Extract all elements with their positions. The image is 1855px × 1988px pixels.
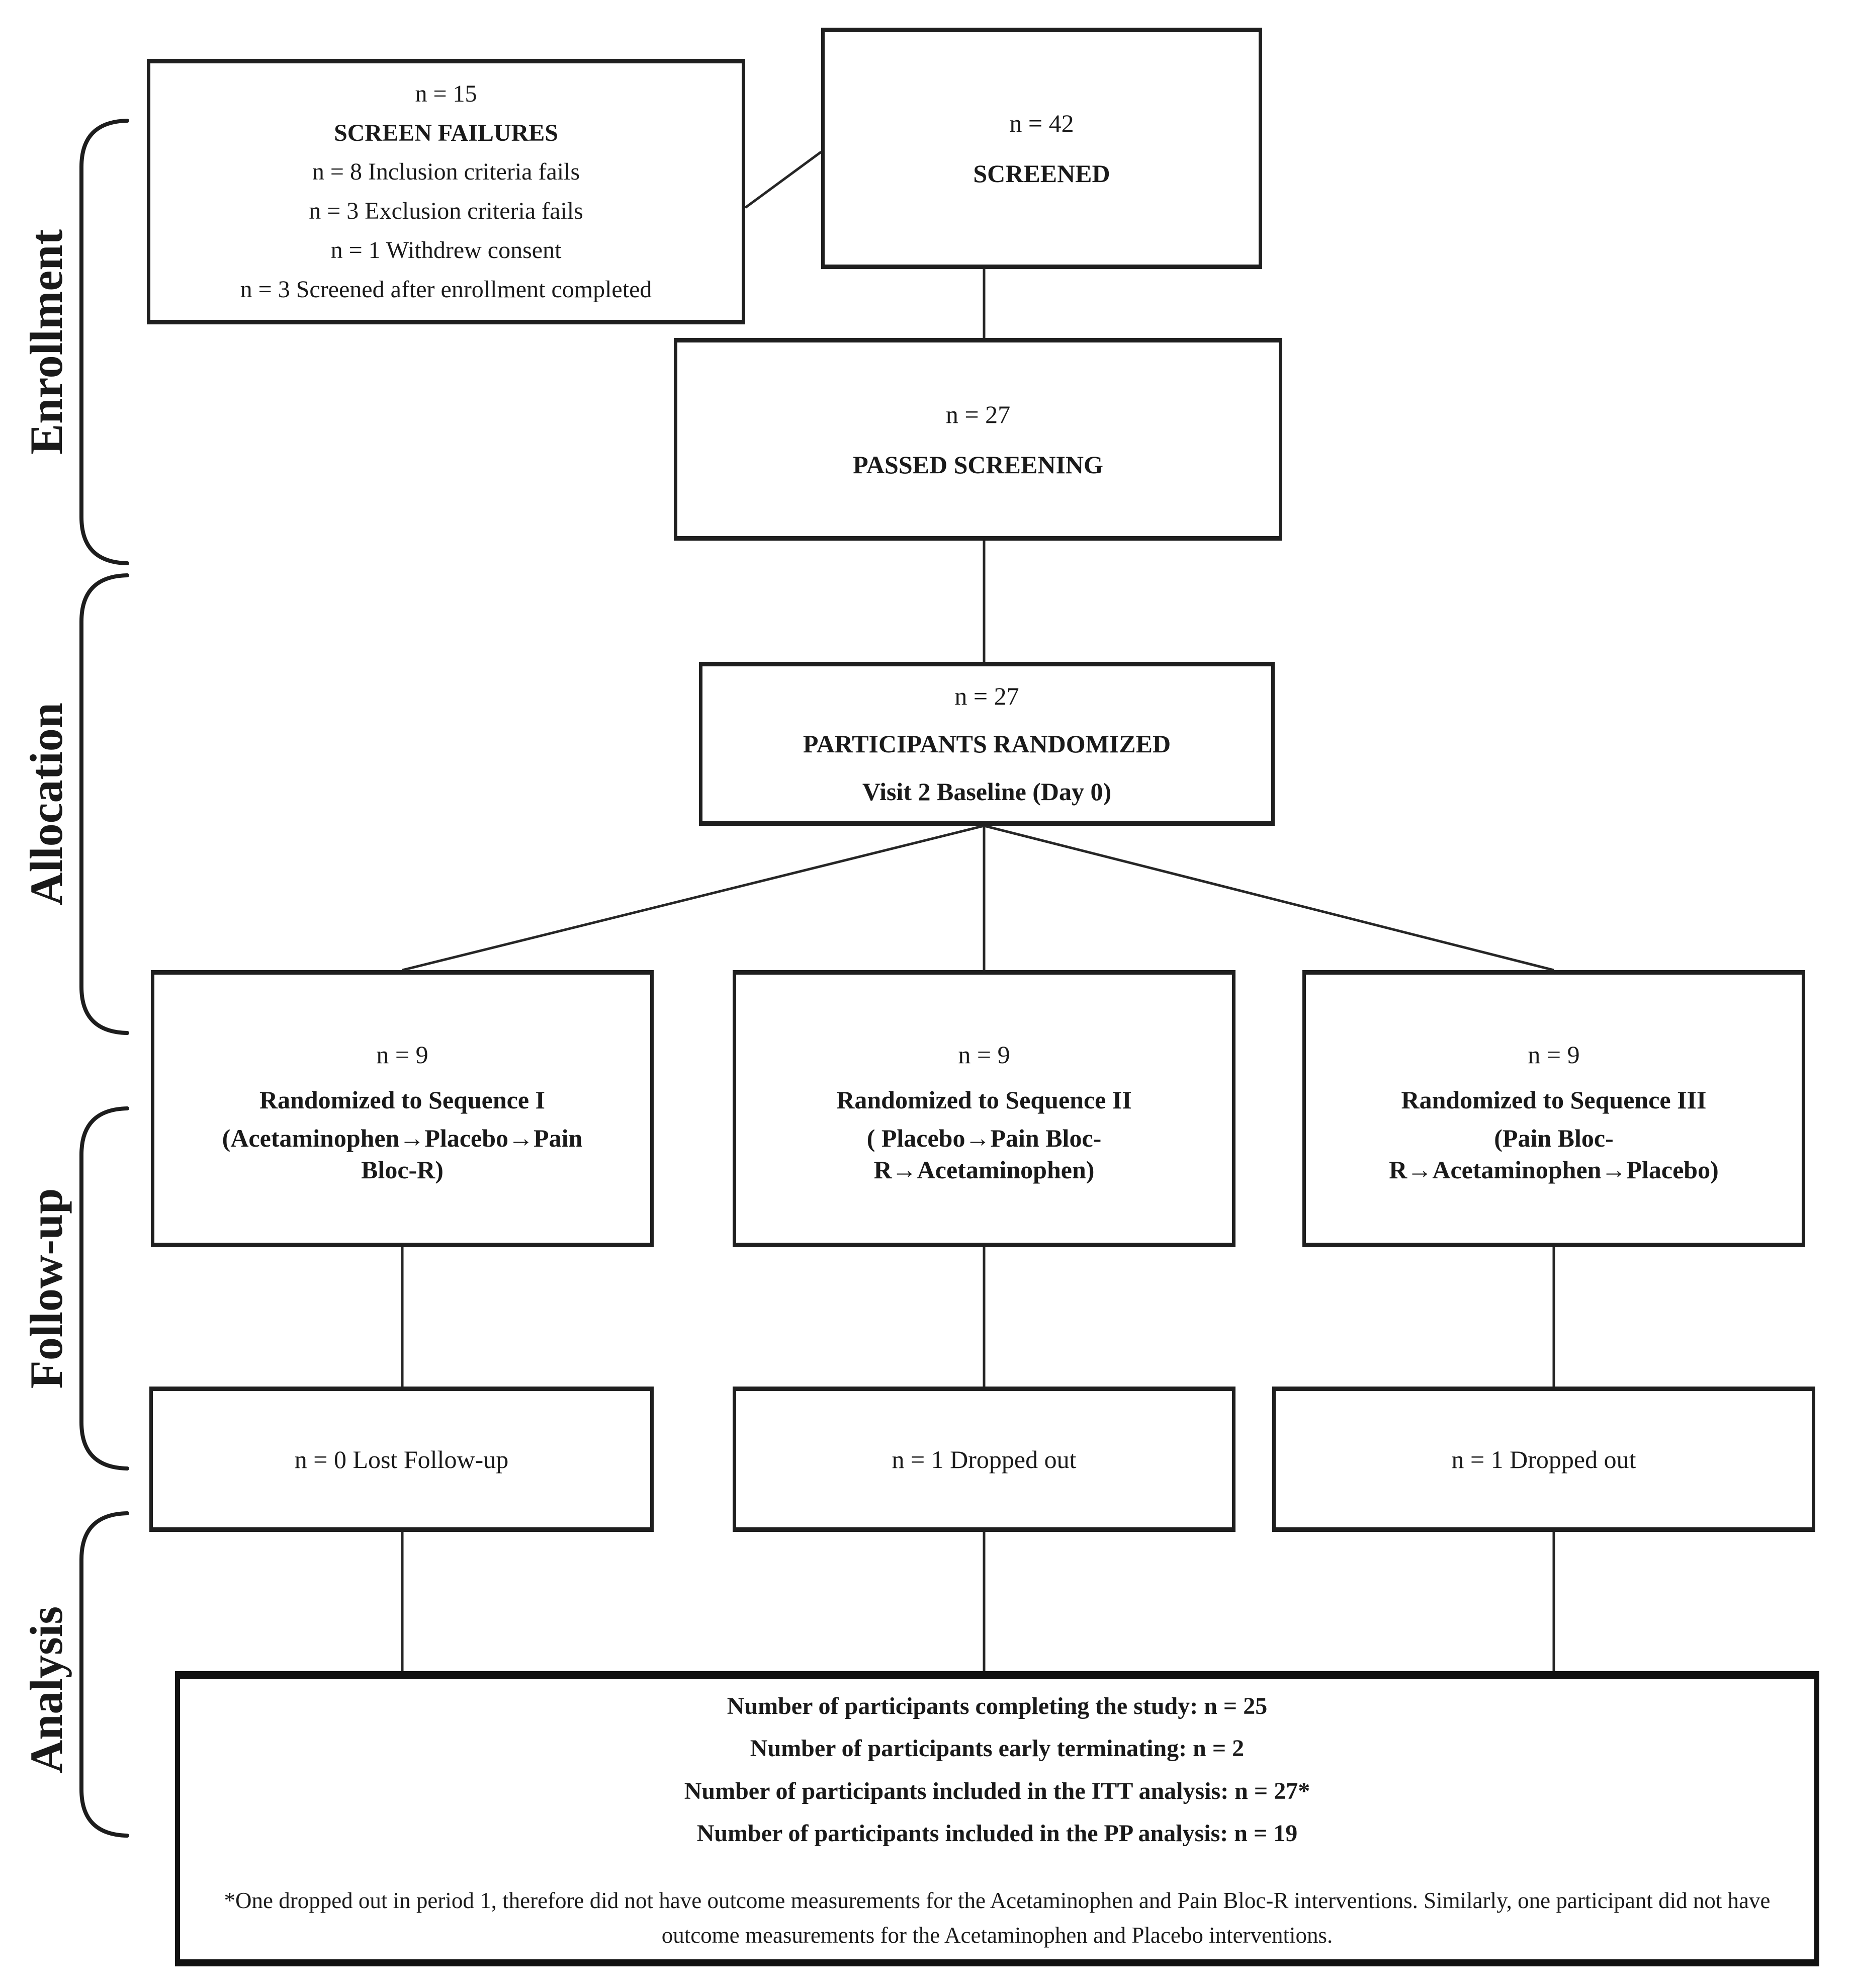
screened-title: SCREENED [973,159,1110,188]
sequence-1-title: Randomized to Sequence I [259,1086,546,1114]
screened-box: n = 42 SCREENED [821,28,1262,269]
screen-failures-reason: n = 3 Exclusion criteria fails [309,198,583,224]
stage-label-followup: Follow-up [21,1188,72,1389]
screen-failures-title: SCREEN FAILURES [334,119,558,146]
stage-label-allocation: Allocation [21,703,72,906]
dropped-out-2-box: n = 1 Dropped out [733,1387,1235,1532]
screen-failures-count: n = 15 [415,80,477,107]
stage-label-analysis: Analysis [21,1606,72,1774]
sequence-3-title: Randomized to Sequence III [1401,1086,1707,1114]
bracket-followup [79,1106,129,1471]
sequence-1-detail: (Acetaminophen→Placebo→Pain [222,1124,583,1152]
sequence-3-count: n = 9 [1528,1041,1580,1069]
screened-count: n = 42 [1009,109,1074,137]
sequence-3-detail: R→Acetaminophen→Placebo) [1389,1155,1719,1184]
dropped-out-3-box: n = 1 Dropped out [1272,1387,1815,1532]
randomized-subtitle: Visit 2 Baseline (Day 0) [862,777,1112,806]
analysis-line: Number of participants completing the st… [727,1692,1268,1719]
connector-randomized-seq1 [402,824,985,972]
passed-screening-count: n = 27 [945,400,1011,428]
analysis-summary-box: Number of participants completing the st… [175,1671,1819,1966]
screen-failures-reason: n = 8 Inclusion criteria fails [312,158,580,186]
bracket-analysis [79,1511,129,1838]
screen-failures-reason: n = 1 Withdrew consent [330,236,562,264]
sequence-1-count: n = 9 [376,1041,428,1069]
screen-failures-box: n = 15 SCREEN FAILURES n = 8 Inclusion c… [147,59,745,324]
analysis-footnote: *One dropped out in period 1, therefore … [224,1887,1771,1948]
lost-followup-1-text: n = 0 Lost Follow-up [294,1445,509,1474]
analysis-line: Number of participants included in the P… [696,1820,1298,1847]
sequence-3-detail: (Pain Bloc- [1494,1124,1614,1152]
dropped-out-3-text: n = 1 Dropped out [1451,1445,1636,1474]
lost-followup-1-box: n = 0 Lost Follow-up [149,1387,654,1532]
analysis-line: Number of participants included in the I… [684,1777,1310,1804]
randomized-count: n = 27 [954,681,1019,710]
sequence-1-box: n = 9 Randomized to Sequence I (Acetamin… [151,970,654,1247]
bracket-enrollment [79,119,129,565]
passed-screening-title: PASSED SCREENING [853,450,1103,479]
randomized-box: n = 27 PARTICIPANTS RANDOMIZED Visit 2 B… [699,662,1275,826]
stage-label-enrollment: Enrollment [21,229,72,455]
sequence-2-detail: R→Acetaminophen) [873,1155,1095,1184]
connector-failures-screened [744,150,822,209]
screen-failures-reason: n = 3 Screened after enrollment complete… [240,276,652,303]
sequence-2-detail: ( Placebo→Pain Bloc- [866,1124,1102,1152]
randomized-title: PARTICIPANTS RANDOMIZED [803,729,1171,758]
analysis-line: Number of participants early terminating… [750,1735,1245,1762]
sequence-2-count: n = 9 [958,1041,1010,1069]
sequence-2-box: n = 9 Randomized to Sequence II ( Placeb… [733,970,1235,1247]
bracket-allocation [79,573,129,1035]
sequence-3-box: n = 9 Randomized to Sequence III (Pain B… [1302,970,1805,1247]
connector-randomized-seq3 [984,824,1554,972]
dropped-out-2-text: n = 1 Dropped out [892,1445,1077,1474]
sequence-2-title: Randomized to Sequence II [836,1086,1132,1114]
sequence-1-detail: Bloc-R) [361,1155,444,1184]
passed-screening-box: n = 27 PASSED SCREENING [674,338,1282,541]
